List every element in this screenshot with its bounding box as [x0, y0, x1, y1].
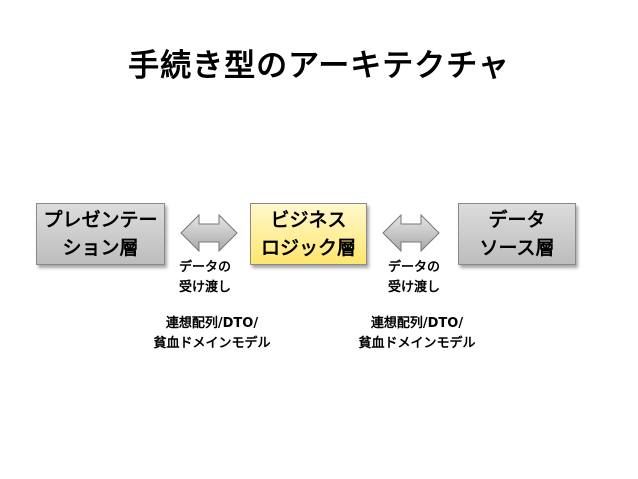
business-layer-label-line1: ビジネス — [270, 209, 347, 231]
right-format-line1: 連想配列/DTO/ — [370, 316, 464, 331]
right-transfer-line1: データの — [388, 260, 441, 275]
right-transfer-label: データの 受け渡し — [388, 258, 440, 298]
left-format-line1: 連想配列/DTO/ — [165, 316, 259, 331]
data-source-layer-box: データ ソース層 — [458, 203, 576, 265]
left-double-arrow-icon — [180, 213, 238, 253]
left-transfer-line1: データの — [179, 260, 232, 275]
presentation-layer-label-line1: プレゼンテー — [43, 209, 158, 231]
left-data-format-label: 連想配列/DTO/ 貧血ドメインモデル — [147, 314, 277, 354]
left-transfer-line2: 受け渡し — [179, 280, 232, 295]
datasource-layer-label-line2: ソース層 — [479, 237, 555, 259]
right-data-format-label: 連想配列/DTO/ 貧血ドメインモデル — [352, 314, 482, 354]
right-double-arrow-icon — [382, 213, 440, 253]
presentation-layer-box: プレゼンテー ション層 — [36, 203, 165, 265]
slide-title: 手続き型のアーキテクチャ — [128, 48, 510, 84]
right-format-line2: 貧血ドメインモデル — [358, 336, 476, 351]
presentation-layer-label-line2: ション層 — [62, 237, 139, 259]
business-layer-label-line2: ロジック層 — [260, 237, 356, 259]
left-transfer-label: データの 受け渡し — [179, 258, 231, 298]
datasource-layer-label-line1: データ — [488, 209, 546, 231]
business-logic-layer-box: ビジネス ロジック層 — [250, 203, 367, 265]
left-format-line2: 貧血ドメインモデル — [153, 336, 271, 351]
right-transfer-line2: 受け渡し — [388, 280, 441, 295]
